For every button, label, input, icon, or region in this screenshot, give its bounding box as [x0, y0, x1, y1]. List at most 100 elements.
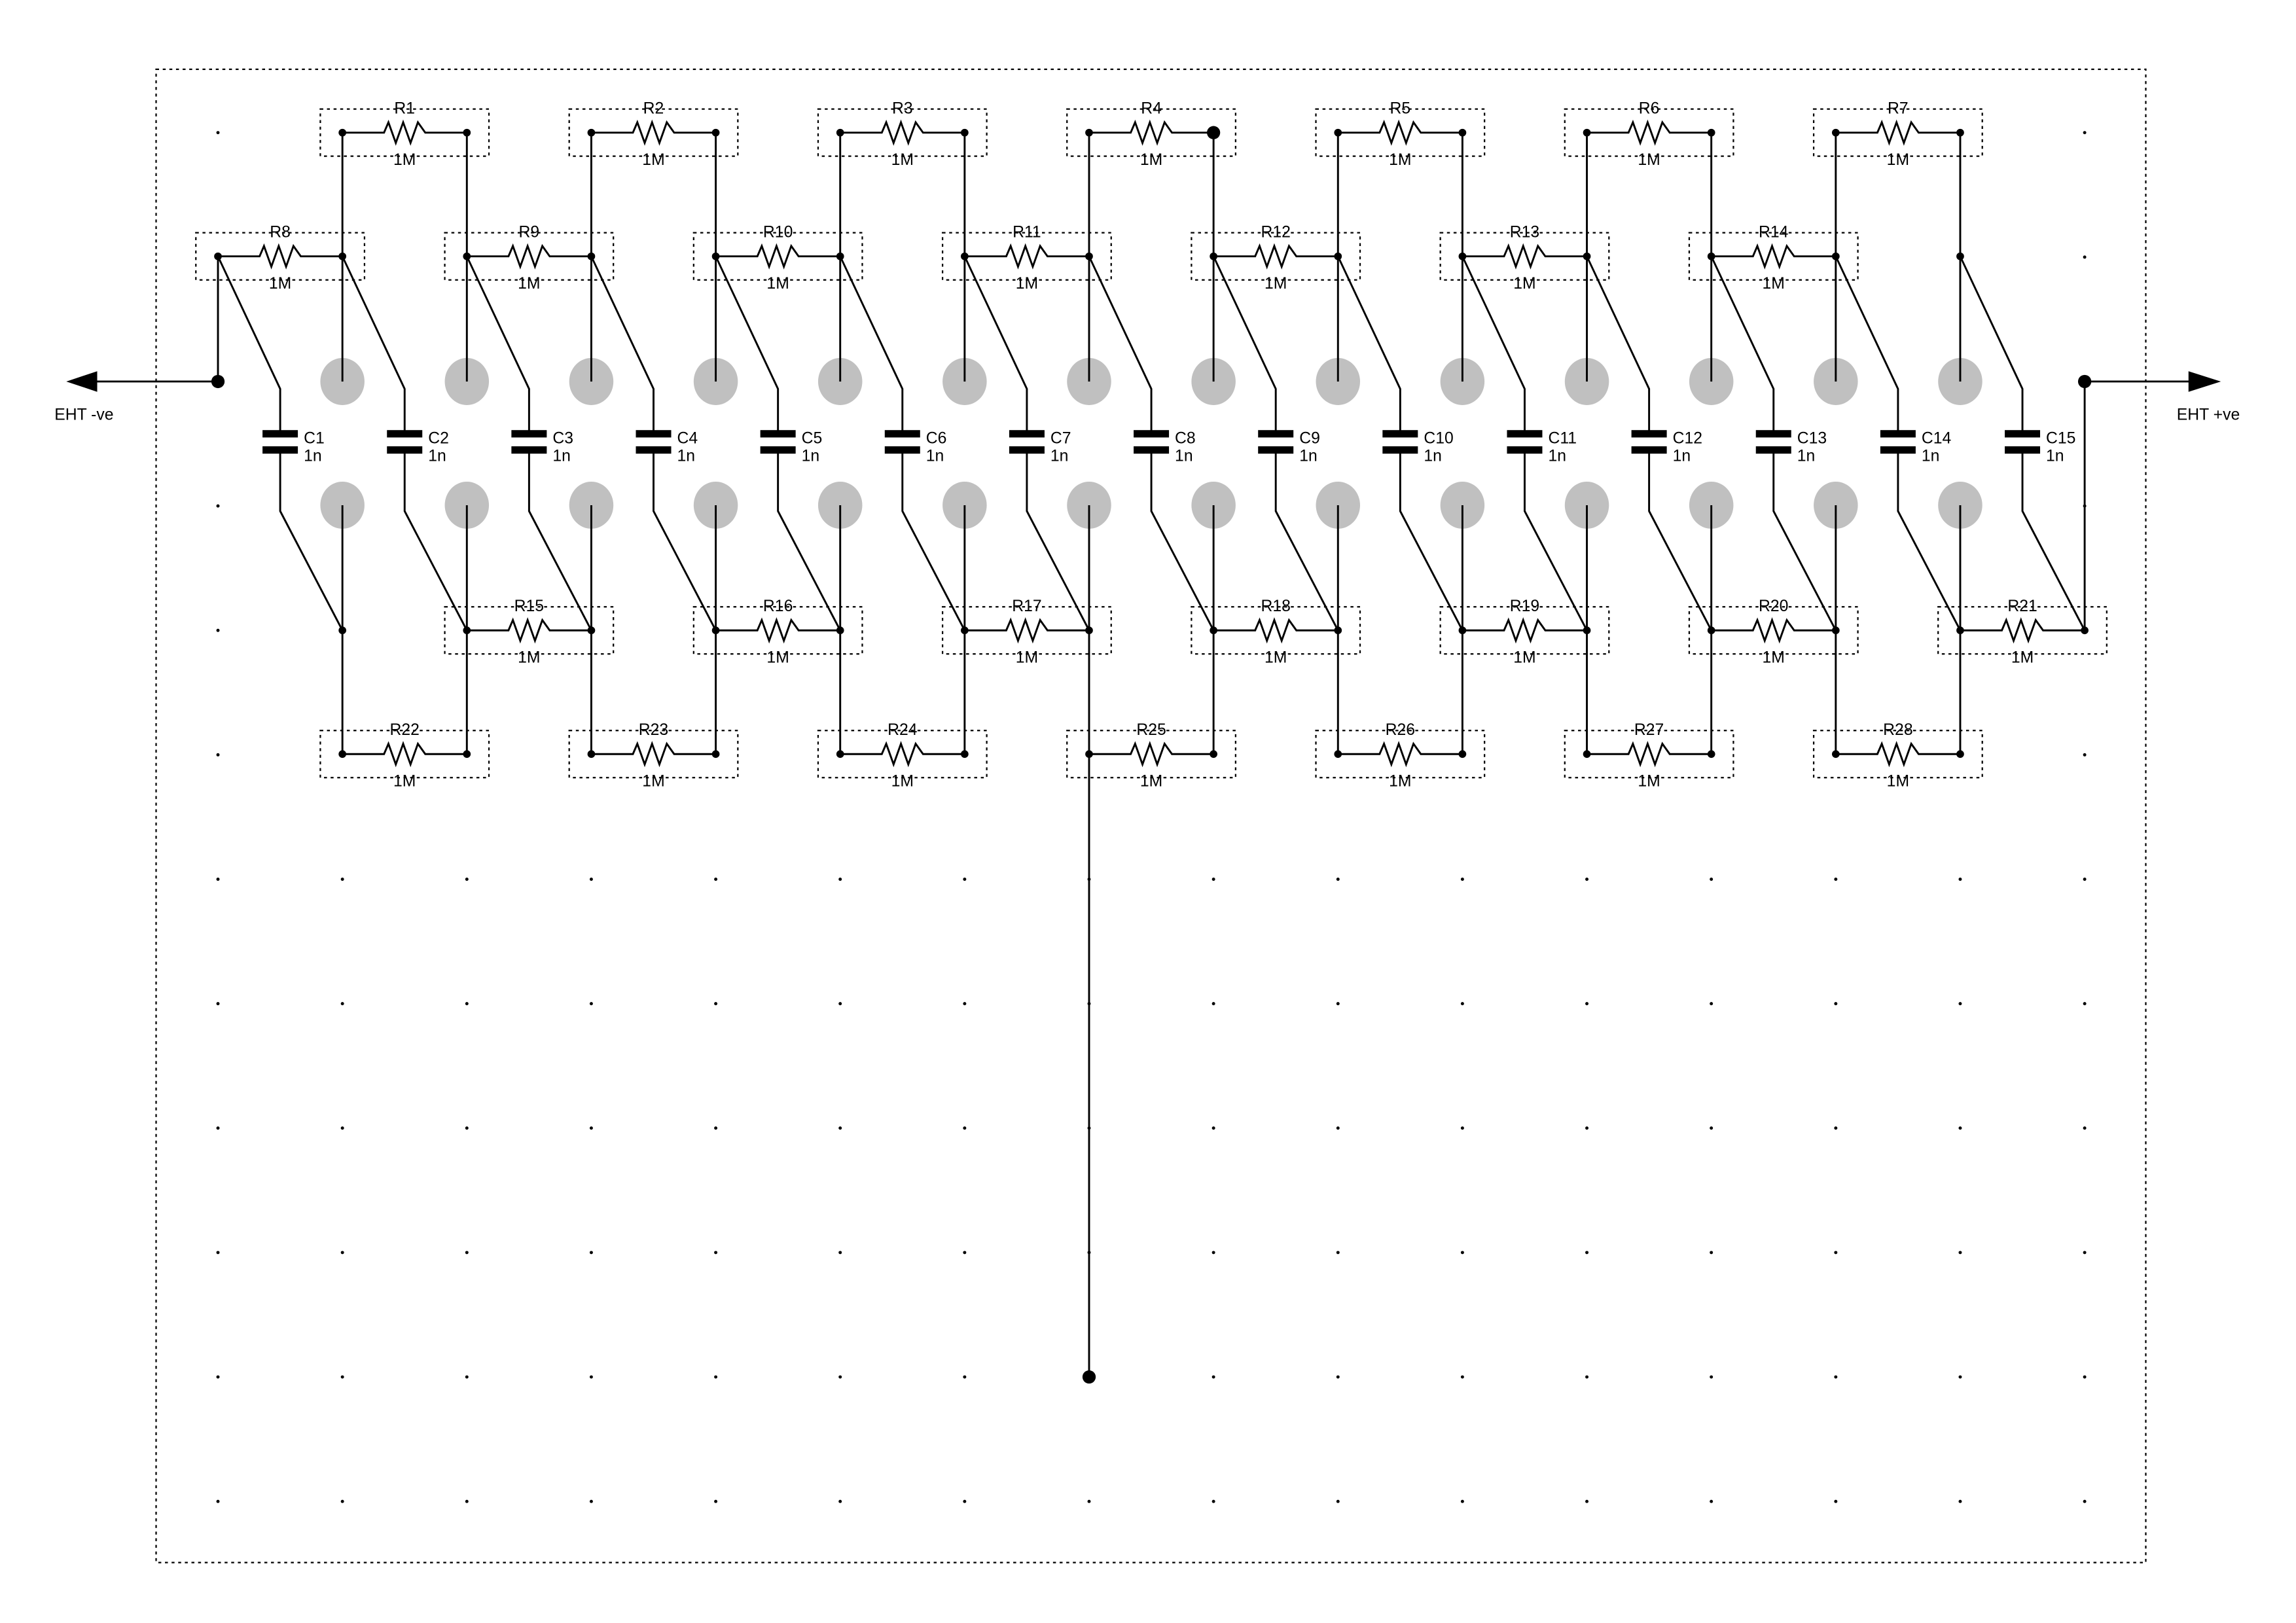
resistor-value: 1M: [1016, 649, 1038, 667]
capacitor-plate: [1258, 430, 1294, 438]
grid-dot: [1958, 1499, 1962, 1503]
capacitor-plate: [1382, 430, 1418, 438]
capacitor-plate: [636, 430, 672, 438]
capacitor-ref: C14: [1922, 429, 1952, 447]
grid-dot: [1834, 878, 1838, 881]
resistor-outline: [568, 108, 739, 157]
resistor-outline: [817, 730, 988, 779]
capacitor-plate: [1382, 446, 1418, 454]
wire: [715, 256, 780, 437]
capacitor-ref: C3: [552, 429, 573, 447]
wire: [1150, 450, 1215, 631]
resistor-outline: [1315, 730, 1486, 779]
capacitor-plate: [1009, 446, 1045, 454]
capacitor-plate: [636, 446, 672, 454]
capacitor-ref: C8: [1175, 429, 1196, 447]
resistor-outline: [1688, 606, 1859, 655]
resistor-symbol: [964, 243, 1089, 270]
grid-dot: [465, 1126, 469, 1130]
capacitor-plate: [760, 446, 796, 454]
capacitor-plate: [1631, 446, 1667, 454]
resistor-ref: R6: [1639, 99, 1660, 117]
grid-dot: [465, 1251, 469, 1255]
eht-negative-terminal[interactable]: EHT -ve: [54, 371, 219, 423]
capacitor-plate: [1507, 446, 1543, 454]
capacitor-value: 1n: [1548, 447, 1566, 465]
grid-dot: [2083, 878, 2087, 881]
wire: [217, 256, 281, 437]
resistor-symbol: [1462, 617, 1587, 644]
grid-dot: [1585, 1375, 1589, 1379]
grid-dot: [2083, 255, 2087, 259]
resistor-value: 1M: [642, 773, 664, 791]
capacitor-value: 1n: [1673, 447, 1691, 465]
grid-dot: [589, 1499, 593, 1503]
junction-dot: [587, 750, 596, 758]
wire: [901, 450, 966, 631]
eht-positive-terminal[interactable]: EHT +ve: [2083, 371, 2240, 423]
resistor-value: 1M: [1140, 151, 1162, 169]
grid-dot: [2083, 1375, 2087, 1379]
grid-dot: [216, 1002, 220, 1006]
capacitor-value: 1n: [1922, 447, 1940, 465]
grid-dot: [1710, 1002, 1713, 1006]
resistor-value: 1M: [766, 649, 789, 667]
resistor-outline: [1688, 232, 1859, 281]
resistor-ref: R8: [270, 223, 291, 241]
capacitor-value: 1n: [677, 447, 696, 465]
grid-dot: [1585, 1002, 1589, 1006]
grid-dot: [1834, 1002, 1838, 1006]
grid-dot: [838, 878, 842, 881]
grid-dot: [1336, 1126, 1340, 1130]
resistor-value: 1M: [1389, 773, 1411, 791]
resistor-ref: R24: [888, 721, 918, 739]
resistor-value: 1M: [891, 151, 914, 169]
arrow-left-icon: [66, 371, 98, 392]
wire: [403, 450, 468, 631]
resistor-symbol: [715, 617, 840, 644]
